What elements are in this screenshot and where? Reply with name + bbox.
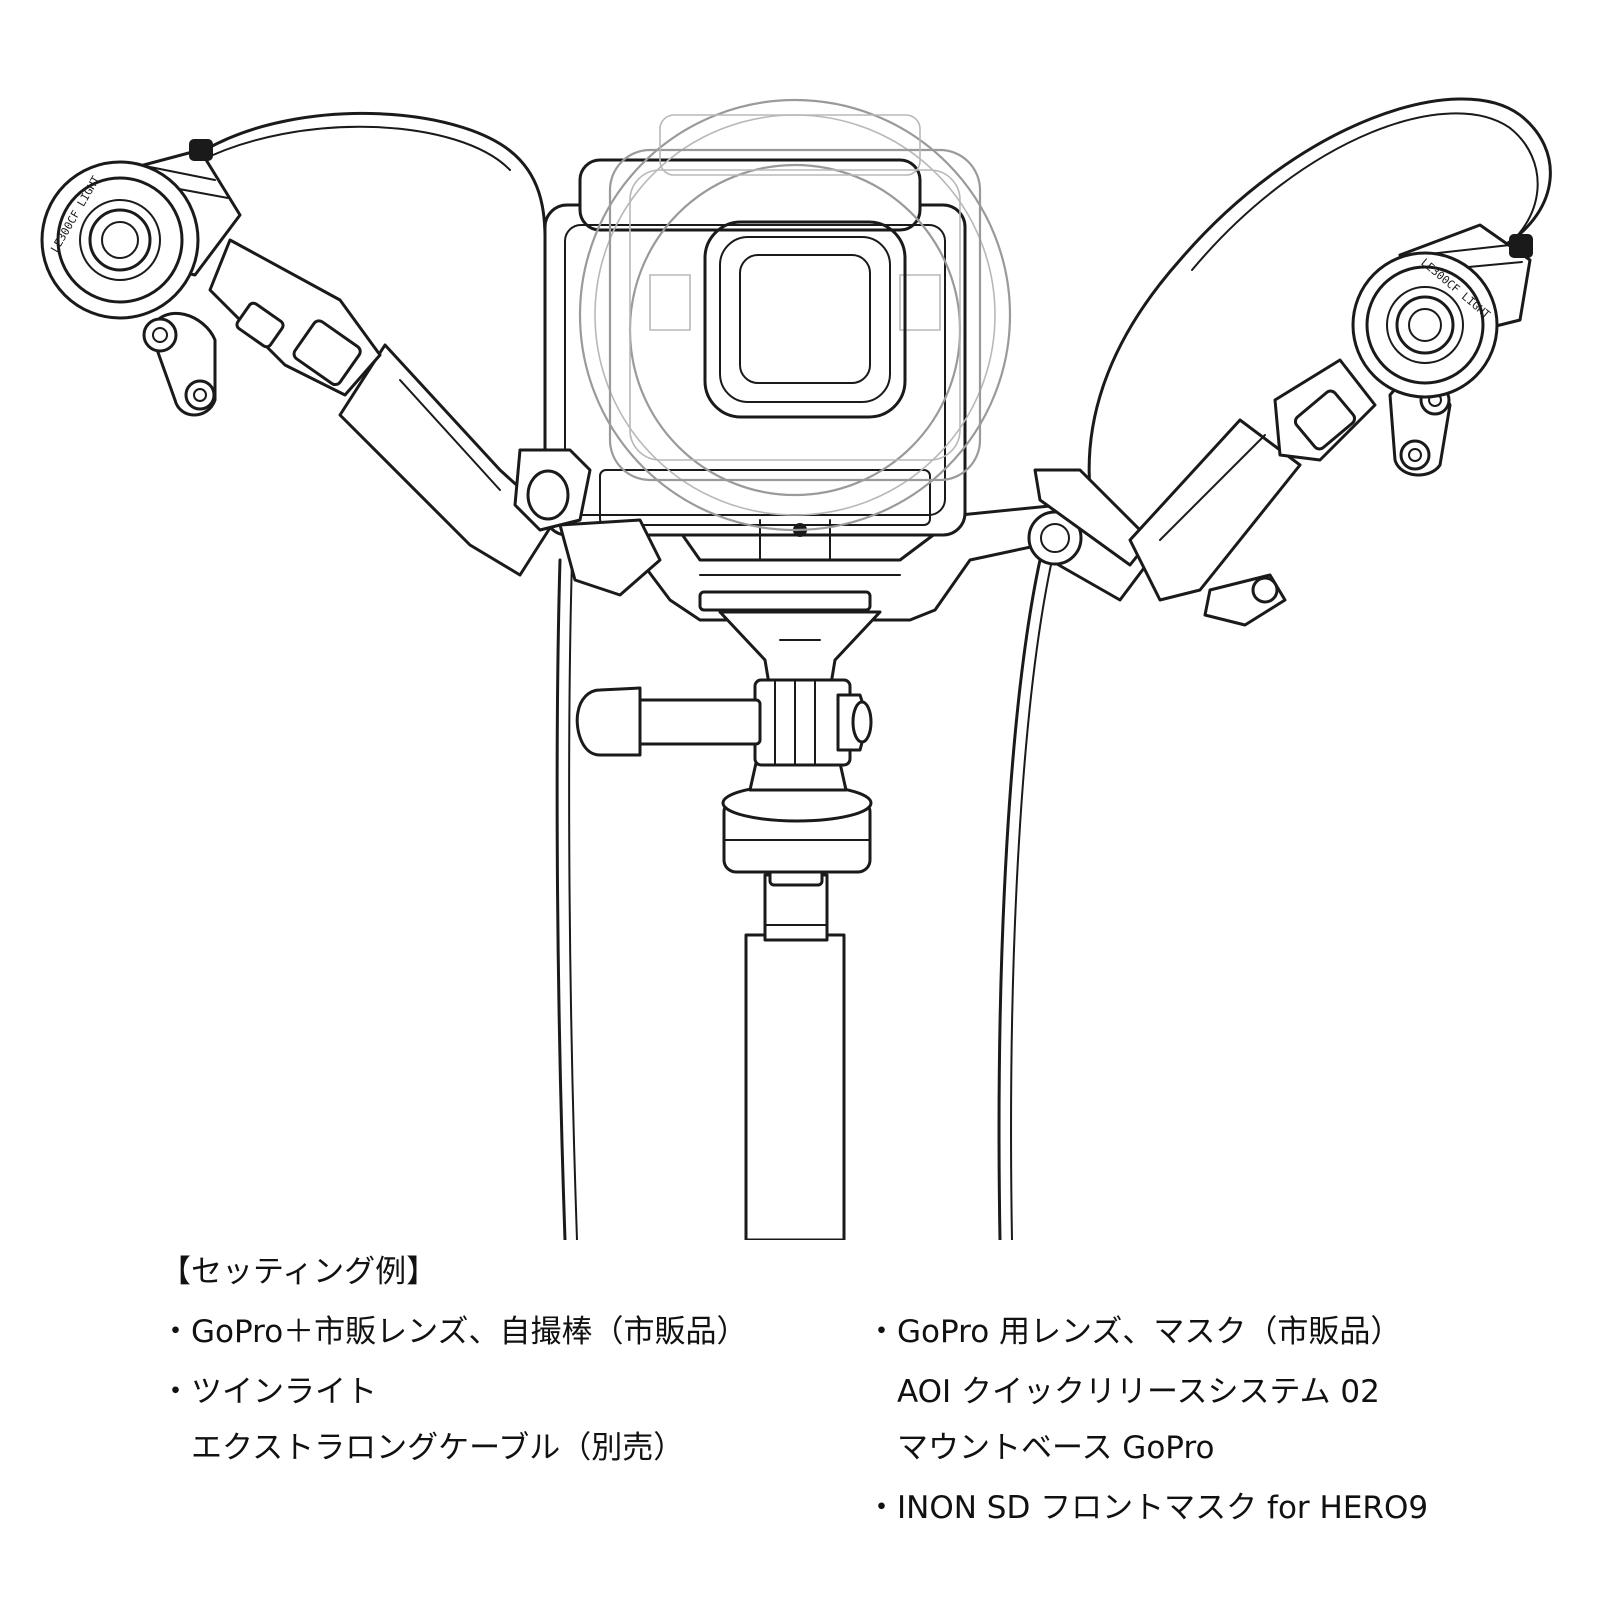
setup-illustration: LE300CF LIGHT LE300CF LIGHT [40, 97, 1552, 1240]
caption-right-line-2: AOI クイックリリースシステム 02 [866, 1374, 1380, 1410]
caption-heading: 【セッティング例】 [160, 1254, 438, 1290]
light-cables [197, 97, 1552, 1240]
caption-left-line-1: ・GoPro＋市販レンズ、自撮棒（市販品） [160, 1314, 748, 1350]
right-light: LE300CF LIGHT [1351, 223, 1533, 399]
caption-right-line-3: マウントベース GoPro [866, 1430, 1215, 1466]
gopro-finger-mount [575, 678, 873, 767]
right-arm [1027, 358, 1452, 627]
left-arm [142, 238, 662, 597]
lens-window [703, 220, 907, 419]
caption-left-line-3: エクストラロングケーブル（別売） [160, 1430, 685, 1466]
caption-left-line-2: ・ツインライト [160, 1374, 377, 1410]
gopro-camera [543, 158, 967, 561]
front-mask-lens-ghost [578, 98, 1012, 532]
left-light: LE300CF LIGHT [40, 139, 242, 320]
caption-right-line-1: ・GoPro 用レンズ、マスク（市販品） [866, 1314, 1402, 1350]
caption-right-line-4: ・INON SD フロントマスク for HERO9 [866, 1490, 1429, 1526]
selfie-stick [721, 743, 873, 1240]
